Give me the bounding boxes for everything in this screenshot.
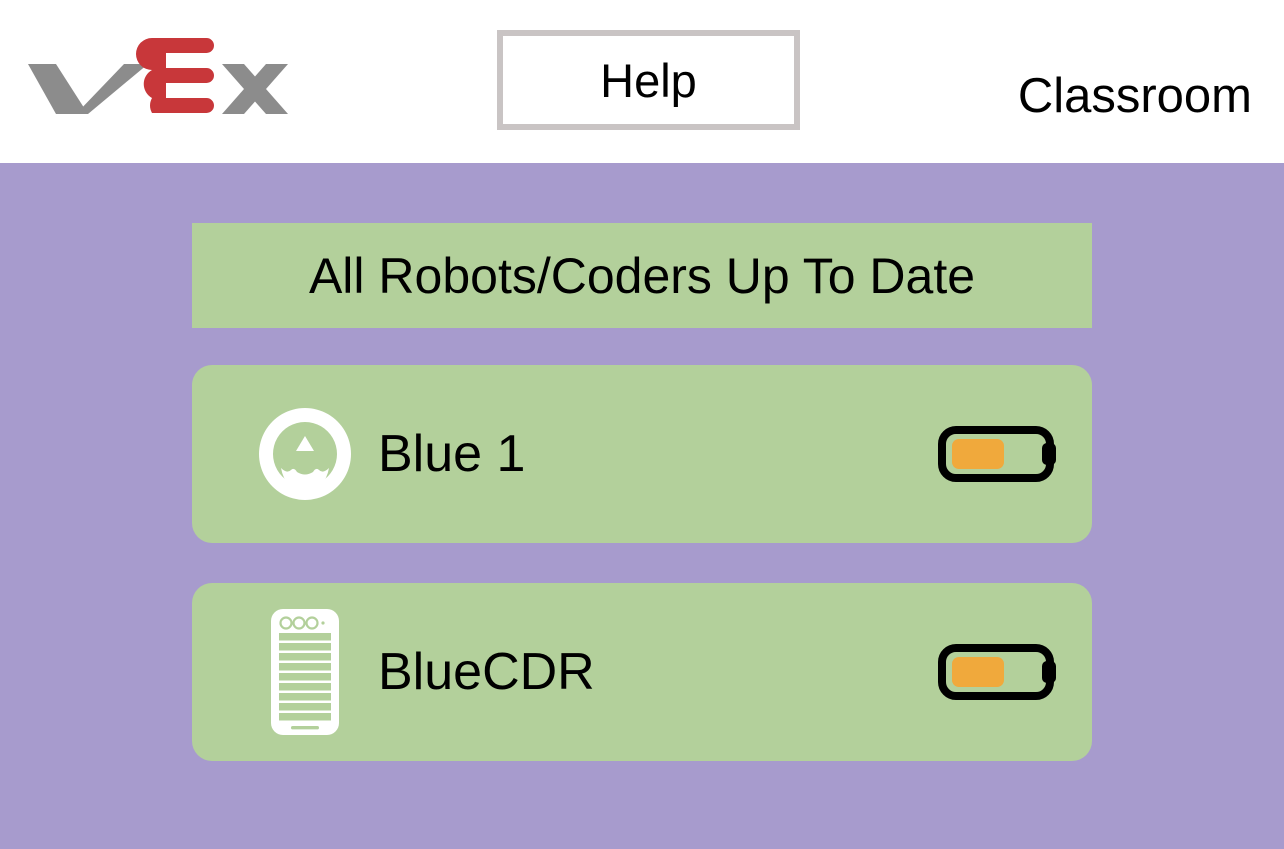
status-banner-text: All Robots/Coders Up To Date [308, 247, 976, 304]
help-button-label: Help [600, 53, 697, 107]
coder-controller-icon [250, 609, 360, 735]
status-banner: All Robots/Coders Up To Date [192, 223, 1092, 328]
app-header: Help Classroom [0, 0, 1284, 163]
battery-indicator [938, 426, 1062, 482]
device-name: Blue 1 [378, 425, 526, 483]
vex-logo [26, 36, 288, 126]
page-title: Classroom [1017, 69, 1252, 123]
help-button[interactable]: Help [497, 30, 800, 130]
device-row-robot[interactable]: Blue 1 [192, 365, 1092, 543]
battery-indicator [938, 644, 1062, 700]
device-row-coder[interactable]: BlueCDR [192, 583, 1092, 761]
robot-brain-icon [250, 406, 360, 502]
main-content: All Robots/Coders Up To Date Blue 1 [0, 163, 1284, 849]
device-name: BlueCDR [378, 643, 595, 701]
